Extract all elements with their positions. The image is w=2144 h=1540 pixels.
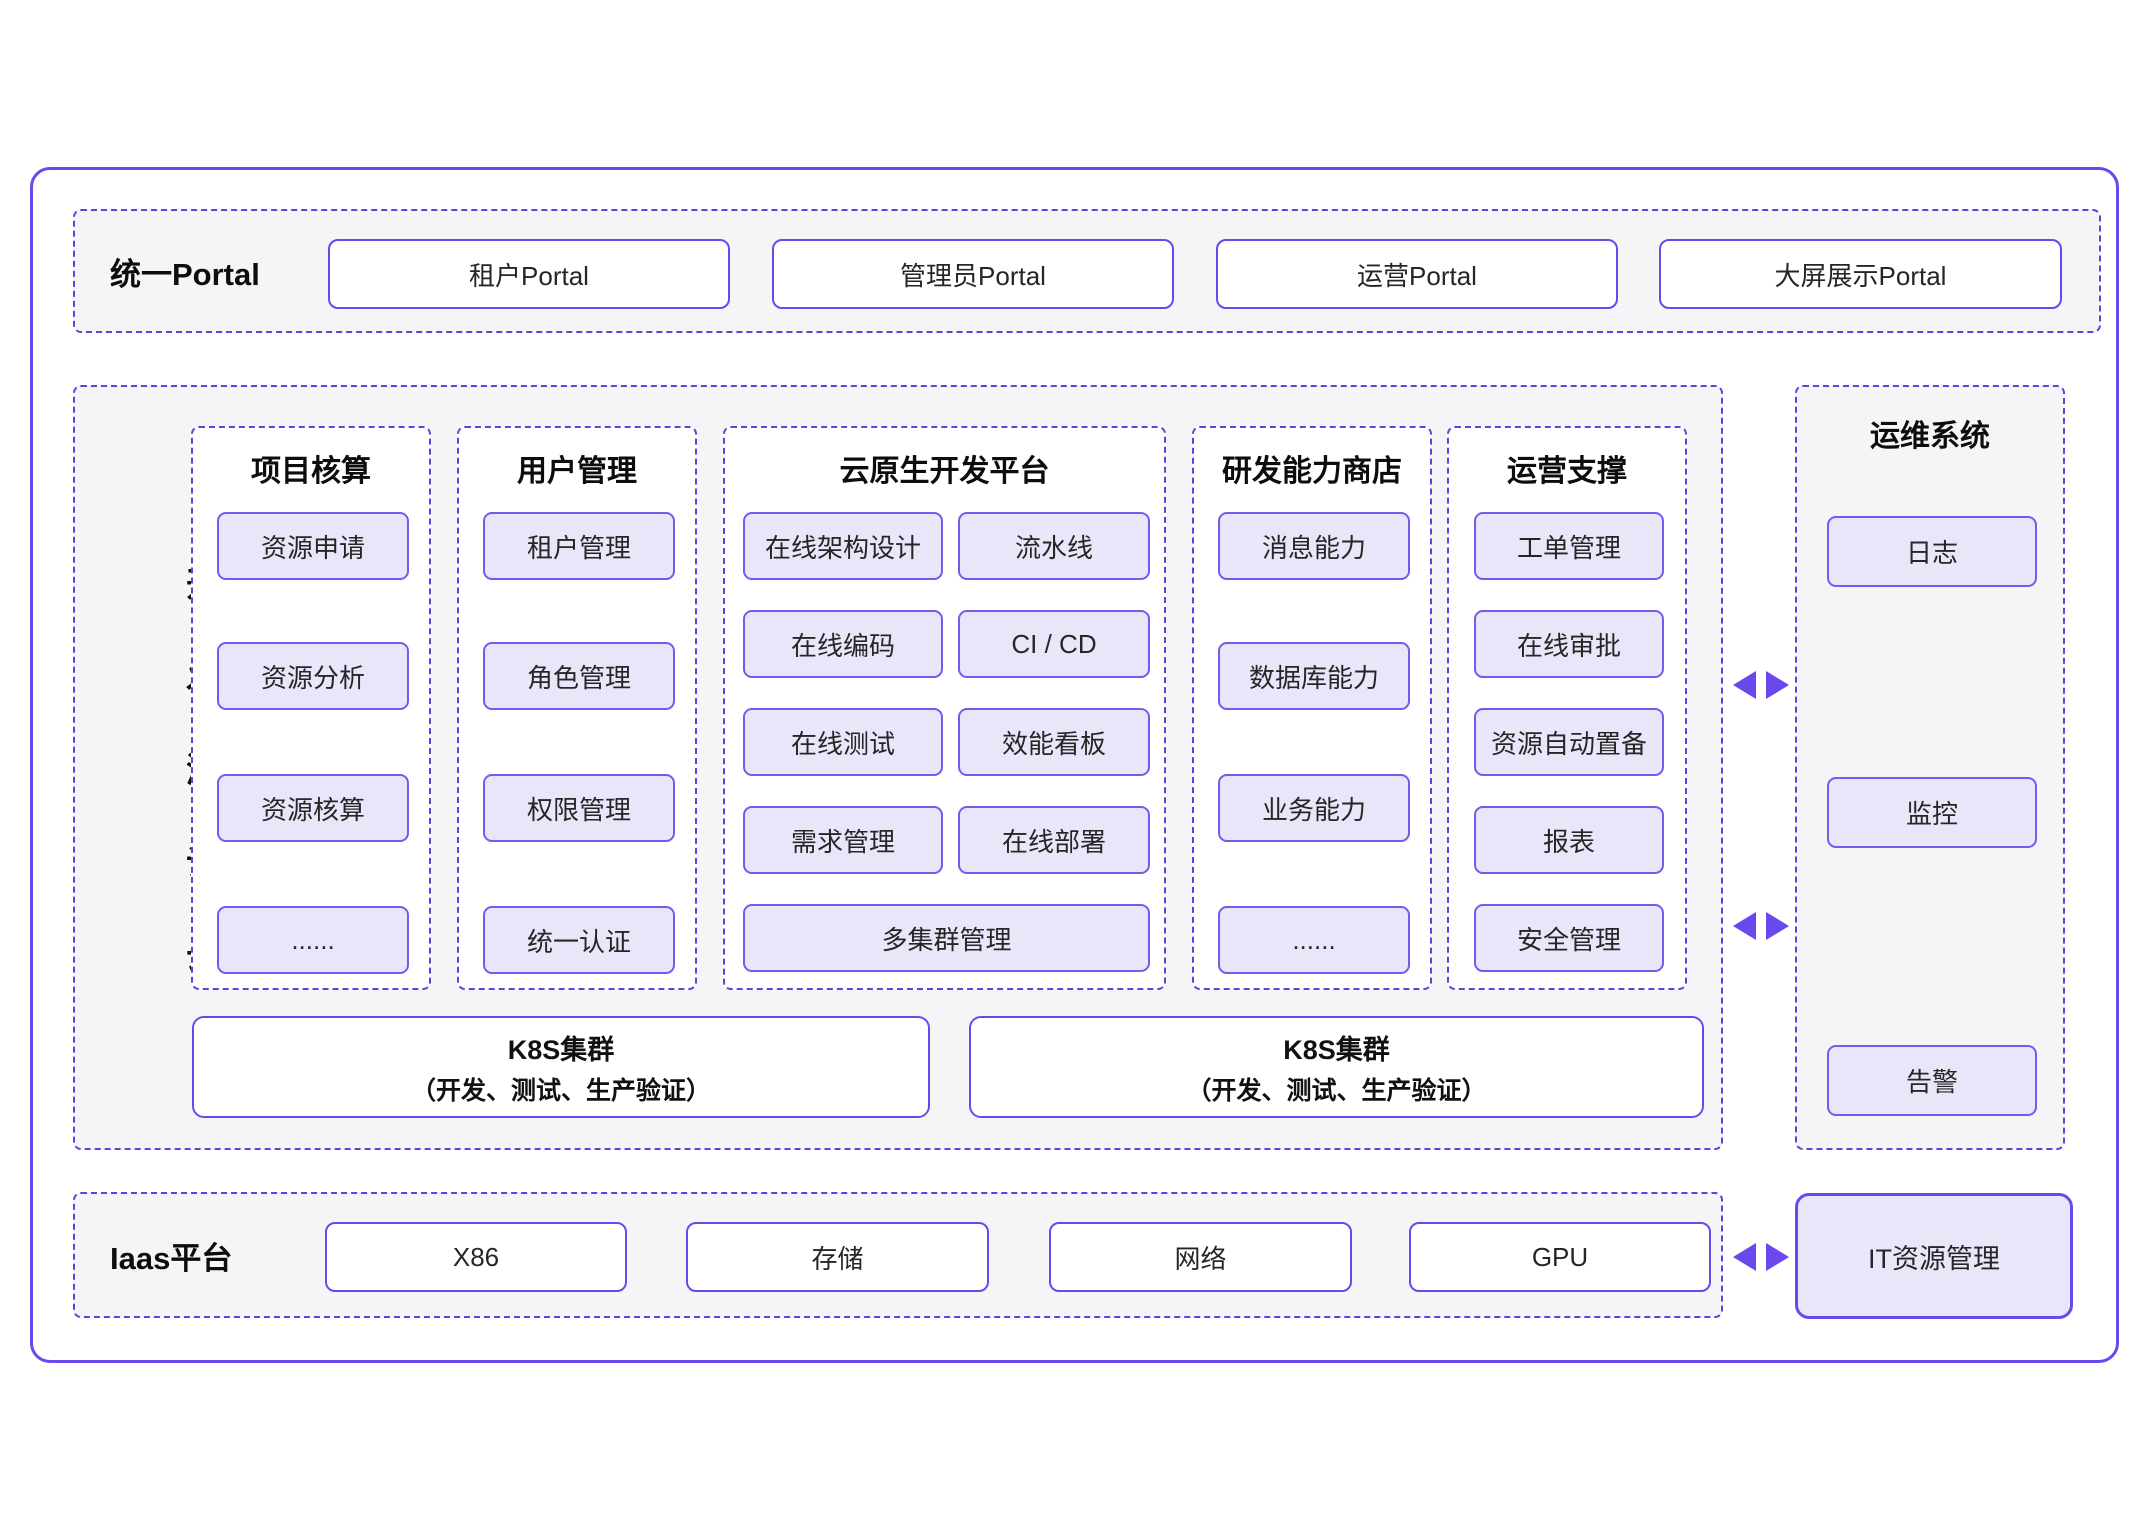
column-title: 云原生开发平台 xyxy=(839,455,1050,488)
k8s-cluster-subtitle: （开发、测试、生产验证） xyxy=(1186,1076,1487,1105)
item-box: 流水线 xyxy=(958,512,1150,580)
column-title: 项目核算 xyxy=(251,455,371,488)
column-title: 用户管理 xyxy=(517,455,637,488)
iaas-box-gpu: GPU xyxy=(1409,1222,1711,1292)
iaas-platform-section: Iaas平台 X86 存储 网络 GPU xyxy=(73,1192,1723,1318)
item-box: 在线架构设计 xyxy=(743,512,943,580)
item-box: 角色管理 xyxy=(483,642,675,710)
unified-portal-label: 统一Portal xyxy=(110,256,260,292)
item-box: 统一认证 xyxy=(483,906,675,974)
item-box: 在线测试 xyxy=(743,708,943,776)
item-box: CI / CD xyxy=(958,610,1150,678)
item-box: 数据库能力 xyxy=(1218,642,1410,710)
item-box: 资源核算 xyxy=(217,774,409,842)
dev-test-cloud-section: 开 发 测 试 云 项目核算 资源申请 资源分析 资源核算 ...... 用户管… xyxy=(73,385,1723,1150)
k8s-cluster-title: K8S集群 xyxy=(507,1034,615,1065)
arrow-right-icon xyxy=(1766,671,1789,699)
item-box: 安全管理 xyxy=(1474,904,1664,972)
k8s-cluster-box: K8S集群 （开发、测试、生产验证） xyxy=(969,1016,1704,1118)
column-title: 研发能力商店 xyxy=(1222,455,1402,488)
column-project-accounting: 项目核算 资源申请 资源分析 资源核算 ...... xyxy=(191,426,431,990)
arrow-left-icon xyxy=(1733,912,1756,940)
item-box: 权限管理 xyxy=(483,774,675,842)
link-arrows xyxy=(1733,671,1789,699)
unified-portal-section: 统一Portal 租户Portal 管理员Portal 运营Portal 大屏展… xyxy=(73,209,2101,333)
iaas-box-x86: X86 xyxy=(325,1222,627,1292)
item-box: 资源分析 xyxy=(217,642,409,710)
link-arrows xyxy=(1733,912,1789,940)
ops-system-title: 运维系统 xyxy=(1870,420,1990,453)
item-box: ...... xyxy=(1218,906,1410,974)
k8s-cluster-box: K8S集群 （开发、测试、生产验证） xyxy=(192,1016,930,1118)
bigscreen-portal-box: 大屏展示Portal xyxy=(1659,239,2062,309)
item-box: ...... xyxy=(217,906,409,974)
item-box: 租户管理 xyxy=(483,512,675,580)
tenant-portal-box: 租户Portal xyxy=(328,239,730,309)
column-cloud-native-platform: 云原生开发平台 在线架构设计 在线编码 在线测试 需求管理 流水线 CI / C… xyxy=(723,426,1166,990)
item-box: 效能看板 xyxy=(958,708,1150,776)
item-box: 需求管理 xyxy=(743,806,943,874)
item-box: 在线编码 xyxy=(743,610,943,678)
column-title: 运营支撑 xyxy=(1507,455,1627,488)
k8s-cluster-subtitle: （开发、测试、生产验证） xyxy=(410,1076,711,1105)
iaas-box-network: 网络 xyxy=(1049,1222,1352,1292)
item-box: 消息能力 xyxy=(1218,512,1410,580)
link-arrows xyxy=(1733,1243,1789,1271)
arrow-right-icon xyxy=(1766,912,1789,940)
ops-item-monitor: 监控 xyxy=(1827,777,2037,848)
ops-system-section: 运维系统 日志 监控 告警 xyxy=(1795,385,2065,1150)
arrow-left-icon xyxy=(1733,1243,1756,1271)
iaas-box-storage: 存储 xyxy=(686,1222,989,1292)
ops-item-alert: 告警 xyxy=(1827,1045,2037,1116)
arrow-left-icon xyxy=(1733,671,1756,699)
operation-portal-box: 运营Portal xyxy=(1216,239,1618,309)
column-operation-support: 运营支撑 工单管理 在线审批 资源自动置备 报表 安全管理 xyxy=(1447,426,1687,990)
item-box: 业务能力 xyxy=(1218,774,1410,842)
column-capability-store: 研发能力商店 消息能力 数据库能力 业务能力 ...... xyxy=(1192,426,1432,990)
ops-item-log: 日志 xyxy=(1827,516,2037,587)
item-box: 资源自动置备 xyxy=(1474,708,1664,776)
arrow-right-icon xyxy=(1766,1243,1789,1271)
item-box: 多集群管理 xyxy=(743,904,1150,972)
k8s-cluster-title: K8S集群 xyxy=(1283,1034,1390,1065)
column-user-management: 用户管理 租户管理 角色管理 权限管理 统一认证 xyxy=(457,426,697,990)
admin-portal-box: 管理员Portal xyxy=(772,239,1174,309)
item-box: 在线审批 xyxy=(1474,610,1664,678)
iaas-platform-label: Iaas平台 xyxy=(110,1240,233,1276)
item-box: 工单管理 xyxy=(1474,512,1664,580)
it-resource-management-box: IT资源管理 xyxy=(1795,1193,2073,1319)
item-box: 报表 xyxy=(1474,806,1664,874)
item-box: 在线部署 xyxy=(958,806,1150,874)
item-box: 资源申请 xyxy=(217,512,409,580)
